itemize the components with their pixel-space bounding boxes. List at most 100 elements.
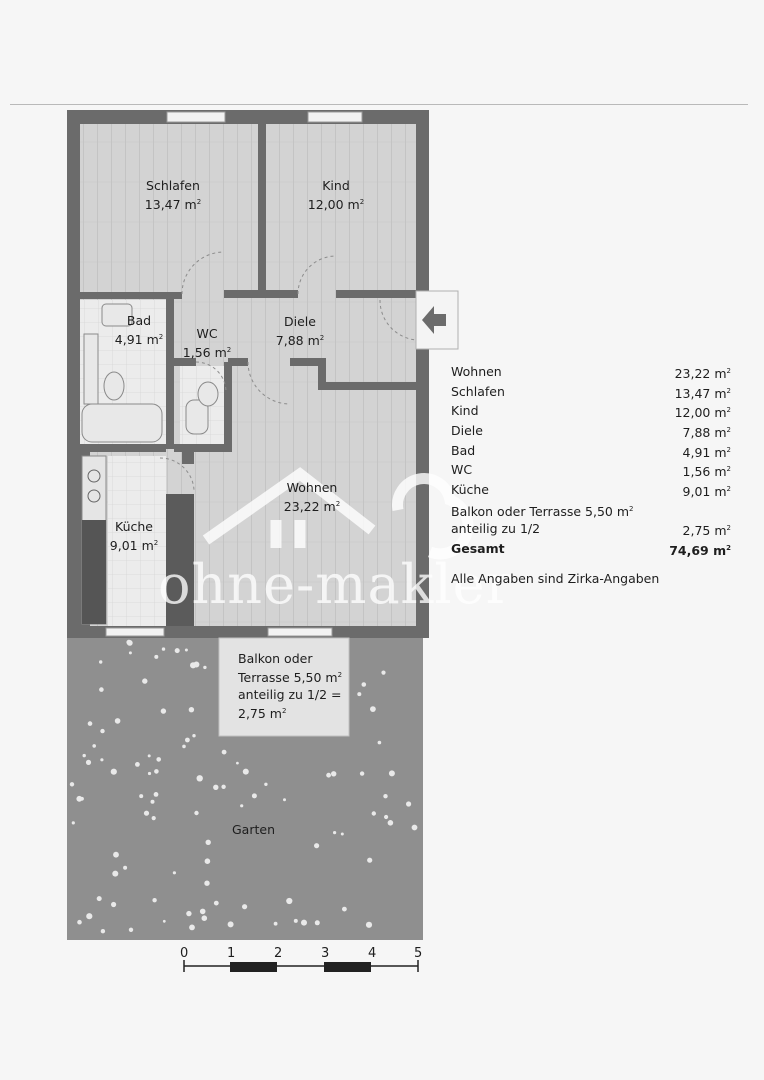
garden-pebble: [99, 687, 104, 692]
unit-sup: 2: [226, 346, 232, 354]
garden-pebble: [196, 775, 203, 782]
garden-pebble: [161, 647, 166, 651]
area-row-label: Kind: [451, 403, 479, 419]
anteilig-row: anteilig zu 1/2 2,75 m2: [451, 520, 731, 540]
unit-sup: 2: [726, 445, 731, 454]
area-row-label: Küche: [451, 481, 489, 497]
garden-pebble: [128, 927, 134, 932]
garden-pebble: [192, 734, 196, 738]
garden-pebble: [85, 759, 92, 766]
garden-pebble: [204, 858, 211, 864]
total-row: Gesamt 74,69 m2: [451, 540, 731, 560]
garden-pebble: [411, 824, 418, 831]
garden-pebble: [92, 744, 96, 748]
room-area: 7,88 m: [275, 333, 320, 349]
garden-pebble: [203, 665, 207, 670]
room-schlafen: Schlafen 13,47 m2: [135, 177, 211, 213]
garden-pebble: [154, 654, 159, 659]
garden-pebble: [213, 784, 219, 790]
garden-pebble: [204, 880, 210, 886]
garden-pebble: [240, 804, 244, 808]
unit-sup: 2: [726, 367, 731, 375]
unit-sup: 2: [319, 334, 325, 342]
garden-pebble: [87, 721, 93, 726]
garden-pebble: [86, 913, 93, 920]
garden-pebble: [199, 908, 206, 915]
garden-pebble: [184, 648, 188, 652]
garden-pebble: [193, 661, 200, 668]
garden-pebble: [182, 744, 186, 749]
garden-pebble: [147, 771, 152, 776]
room-area: 13,47 m: [144, 197, 197, 213]
garden-pebble: [301, 919, 307, 926]
garden-pebble: [152, 898, 157, 903]
garden-pebble: [189, 924, 195, 931]
area-row-label: WC: [451, 462, 473, 478]
room-name: WC: [196, 326, 218, 341]
area-row-value: 9,01 m: [682, 484, 727, 500]
garden-pebble: [221, 784, 226, 789]
garden-pebble: [114, 718, 121, 724]
kueche-floor-tiles: [108, 456, 166, 626]
garden-pebble: [128, 651, 132, 655]
area-row-value: 1,56 m: [682, 464, 727, 480]
room-name: Kind: [322, 178, 350, 193]
garden-pebble: [333, 831, 337, 835]
garden-pebble: [367, 857, 373, 863]
garden-pebble: [160, 708, 167, 714]
garden-pebble: [331, 771, 337, 777]
total-label: Gesamt: [451, 540, 505, 556]
garden-pebble: [388, 770, 395, 777]
unit-sup: 2: [158, 333, 164, 341]
room-bad: Bad 4,91 m2: [104, 312, 174, 348]
garden-pebble: [186, 910, 192, 917]
garden-pebble: [100, 758, 104, 762]
garden-pebble: [188, 707, 195, 713]
total-value: 74,69 m: [669, 543, 727, 559]
watermark-text: ohne-makler: [158, 553, 513, 616]
watermark-house-icon: [202, 467, 474, 560]
garden-pebble: [377, 740, 382, 745]
room-name: Diele: [284, 314, 316, 329]
windows: [105, 111, 363, 637]
balcony-area: [218, 637, 350, 737]
top-rule: [10, 104, 748, 105]
scale-tick-label: 2: [274, 946, 283, 961]
room-kueche: Küche 9,01 m2: [104, 518, 164, 554]
balkon-line1: Balkon oder: [238, 651, 313, 666]
scale-tick-label: 0: [180, 946, 189, 961]
garden-pebble: [142, 678, 148, 684]
room-name: Küche: [115, 519, 153, 534]
garden-pebble: [153, 792, 159, 797]
scale-tick-label: 4: [368, 946, 377, 961]
unit-sup: 2: [726, 543, 731, 552]
garden-pebble: [213, 900, 219, 906]
scale-tick-label: 1: [227, 946, 236, 961]
garden-pebble: [100, 728, 105, 734]
garden-pebble: [150, 799, 155, 804]
garden-pebble: [283, 798, 286, 802]
garden-pebble: [100, 929, 106, 934]
garden-pebble: [162, 919, 166, 923]
room-area: 12,00 m: [307, 197, 360, 213]
garden-pebble: [111, 901, 117, 908]
balkon-line4: 2,75 m: [238, 706, 282, 722]
unit-sup: 2: [335, 500, 341, 508]
garden-pebble: [342, 906, 347, 912]
room-kind: Kind 12,00 m2: [296, 177, 376, 213]
garden-pebble: [227, 921, 234, 928]
unit-sup: 2: [337, 671, 343, 679]
garden-pebble: [185, 737, 190, 743]
area-row-value: 13,47 m: [674, 385, 727, 401]
unit-sup: 2: [281, 707, 287, 716]
garden-pebble: [359, 771, 365, 776]
garden-pebble: [273, 921, 278, 926]
garden-pebble: [156, 757, 161, 762]
area-row-label: Wohnen: [451, 364, 502, 379]
garden-pebble: [82, 753, 86, 758]
garden-pebble: [264, 782, 268, 786]
